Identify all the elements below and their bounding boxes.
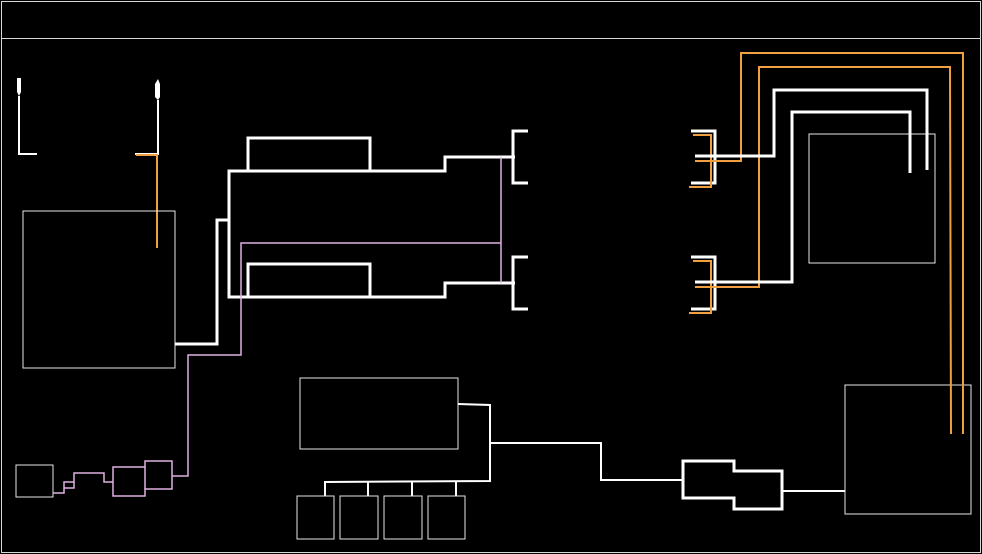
lower-loop-wire — [246, 262, 372, 297]
orange-wire-outer — [695, 52, 964, 434]
right-antenna-tip — [155, 79, 160, 100]
left-antenna — [17, 78, 37, 155]
pink-harness-wire — [172, 242, 501, 477]
control-output-wire — [324, 403, 491, 496]
upper-connector-bracket — [511, 129, 528, 185]
sensor-pink-wire-b — [64, 482, 75, 489]
left-module-box — [22, 210, 176, 369]
junction-block — [681, 459, 784, 511]
right-antenna — [135, 79, 160, 248]
main-bus-lower-wire — [227, 171, 515, 299]
small-sensor-box — [15, 464, 54, 498]
lower-connector-bracket — [511, 255, 528, 311]
left-antenna-tip — [17, 78, 21, 96]
sub-box-1 — [296, 495, 335, 540]
sensor-pink-wire — [53, 472, 113, 494]
bottom-right-module-box — [844, 384, 972, 515]
right-lower-white-wire — [695, 110, 912, 284]
orange-wire-inner — [695, 66, 952, 435]
sub-box-4 — [427, 495, 466, 540]
pink-connector-block — [112, 460, 173, 497]
right-antenna-signal-wire — [136, 154, 158, 248]
sub-box-2 — [339, 495, 379, 540]
upper-loop-wire — [246, 136, 372, 171]
right-module-box — [808, 133, 936, 264]
bottom-control-box — [299, 377, 459, 450]
sub-box-3 — [383, 495, 423, 540]
right-upper-white-wire — [695, 88, 929, 170]
control-to-junction-wire — [490, 442, 683, 481]
left-antenna-wire — [18, 96, 37, 155]
